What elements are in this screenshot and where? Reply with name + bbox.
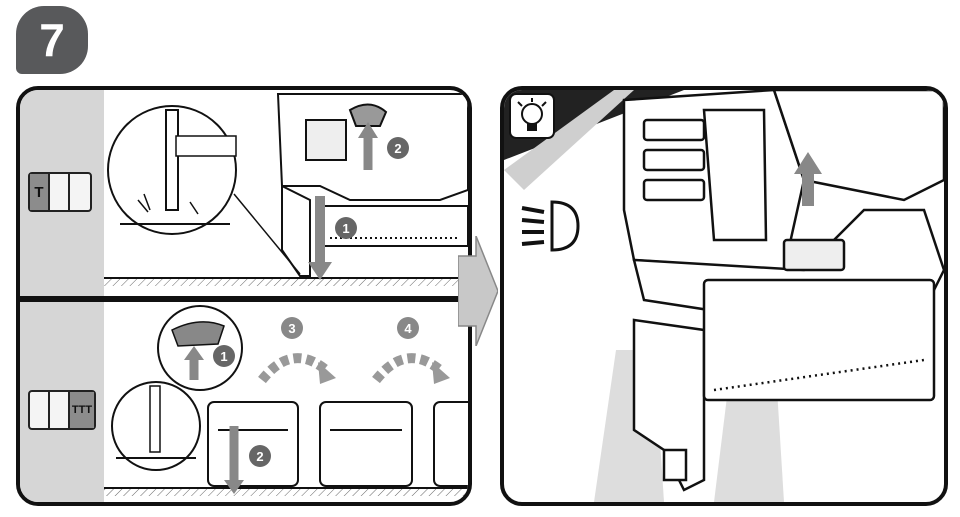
bump-fire-slot: TTT	[70, 392, 94, 428]
svg-text:2: 2	[256, 449, 263, 464]
step-marker-top-1: 1	[335, 217, 357, 239]
left-illustration: 1 2	[104, 93, 468, 496]
lightbulb-icon	[509, 93, 555, 139]
step-number-badge: 7	[16, 6, 88, 74]
left-panel-firing-modes: T TTT	[16, 86, 472, 506]
repeat-arrow-4	[372, 353, 444, 384]
nose-contact-zoom	[107, 105, 301, 275]
right-illustration	[504, 90, 944, 502]
single-fire-slot: T	[30, 174, 50, 210]
step-number: 7	[39, 14, 65, 66]
bump-fire-mode-selector: TTT	[28, 390, 96, 430]
svg-text:2: 2	[394, 141, 401, 156]
next-step-arrow	[458, 236, 498, 346]
headlight-icon	[521, 200, 580, 252]
single-fire-letter: T	[34, 183, 44, 201]
single-fire-mode-selector: T	[28, 172, 92, 212]
trigger-zoom: 1	[157, 305, 243, 391]
empty-slot	[30, 392, 50, 428]
step-marker-top-2: 2	[387, 137, 409, 159]
panel-divider	[20, 296, 468, 302]
nailer-three-quarter-view	[622, 90, 944, 492]
svg-text:4: 4	[404, 321, 412, 336]
empty-slot	[50, 392, 70, 428]
ground-surface	[104, 278, 468, 286]
svg-text:1: 1	[342, 221, 349, 236]
nailer-front-views	[207, 401, 468, 487]
empty-slot	[50, 174, 70, 210]
nailer-side-view	[276, 93, 468, 277]
bump-fire-letters: TTT	[71, 404, 93, 416]
svg-text:3: 3	[288, 321, 295, 336]
svg-text:1: 1	[220, 349, 227, 364]
repeat-arrow-3	[258, 353, 330, 384]
nose-contact-zoom-bottom	[111, 381, 201, 471]
right-panel-work-light	[500, 86, 948, 506]
